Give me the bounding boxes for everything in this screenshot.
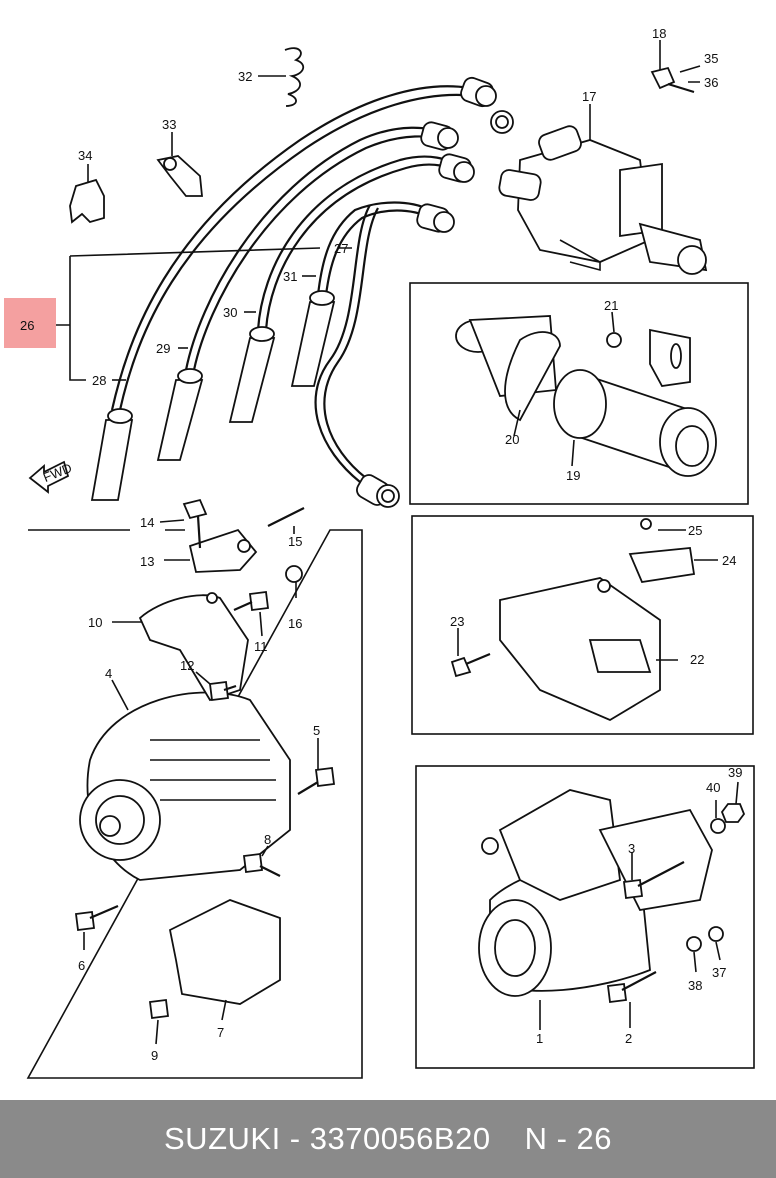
callout-34: 34 bbox=[78, 148, 92, 163]
callout-2: 2 bbox=[625, 1031, 632, 1046]
callout-5: 5 bbox=[313, 723, 320, 738]
callout-11: 11 bbox=[254, 639, 268, 654]
callout-17: 17 bbox=[582, 89, 596, 104]
bracket-13 bbox=[188, 528, 258, 573]
callout-26: 26 bbox=[20, 318, 34, 333]
callout-16: 16 bbox=[288, 616, 302, 631]
wire-clip-33 bbox=[156, 155, 203, 197]
igniter-module bbox=[450, 518, 696, 722]
ignition-coil bbox=[455, 315, 717, 477]
callout-9: 9 bbox=[151, 1048, 158, 1063]
callout-1: 1 bbox=[536, 1031, 543, 1046]
callout-27: 27 bbox=[334, 241, 348, 256]
bracket-7 bbox=[168, 899, 281, 1005]
starter-motor bbox=[478, 789, 746, 1004]
callout-24: 24 bbox=[722, 553, 736, 568]
leader-lines bbox=[56, 40, 739, 1045]
callout-35: 35 bbox=[704, 51, 718, 66]
callout-13: 13 bbox=[140, 554, 154, 569]
callout-37: 37 bbox=[712, 965, 726, 980]
wire-clip-32 bbox=[284, 47, 305, 107]
callout-33: 33 bbox=[162, 117, 176, 132]
callout-25: 25 bbox=[688, 523, 702, 538]
callout-38: 38 bbox=[688, 978, 702, 993]
callout-21: 21 bbox=[604, 298, 618, 313]
part-number-text: SUZUKI - 3370056B20 bbox=[164, 1121, 491, 1156]
distributor bbox=[498, 125, 708, 275]
callout-22: 22 bbox=[690, 652, 704, 667]
box-ignition-coil bbox=[409, 282, 749, 505]
parts-diagram: FWD bbox=[20, 26, 755, 1079]
fwd-arrow-icon: FWD bbox=[28, 460, 74, 494]
callout-23: 23 bbox=[450, 614, 464, 629]
box-igniter-module bbox=[411, 515, 754, 735]
highlight-part-26 bbox=[4, 298, 56, 348]
callout-8: 8 bbox=[264, 832, 271, 847]
callout-31: 31 bbox=[283, 269, 297, 284]
callout-7: 7 bbox=[217, 1025, 224, 1040]
callout-4: 4 bbox=[105, 666, 112, 681]
callout-40: 40 bbox=[706, 780, 720, 795]
callout-10: 10 bbox=[88, 615, 102, 630]
callout-32: 32 bbox=[238, 69, 252, 84]
callout-12: 12 bbox=[180, 658, 194, 673]
callout-18: 18 bbox=[652, 26, 666, 41]
alternator bbox=[79, 691, 291, 881]
wire-clip-34 bbox=[69, 178, 105, 224]
callout-19: 19 bbox=[566, 468, 580, 483]
callout-labels: 1 2 3 4 5 6 7 8 9 10 11 12 13 14 15 16 1… bbox=[20, 26, 742, 1063]
bracket-10 bbox=[138, 592, 249, 702]
callout-28: 28 bbox=[92, 373, 106, 388]
callout-15: 15 bbox=[288, 534, 302, 549]
callout-20: 20 bbox=[505, 432, 519, 447]
bolt-18 bbox=[650, 66, 695, 94]
callout-36: 36 bbox=[704, 75, 718, 90]
callout-6: 6 bbox=[78, 958, 85, 973]
small-bolts bbox=[74, 498, 336, 1020]
box-starter-motor bbox=[415, 765, 755, 1069]
callout-39: 39 bbox=[728, 765, 742, 780]
page-ref-text: N - 26 bbox=[524, 1121, 612, 1156]
spark-plug-wire-set bbox=[90, 76, 514, 508]
callout-3: 3 bbox=[628, 841, 635, 856]
footer-bar: SUZUKI - 3370056B20 N - 26 bbox=[0, 1100, 776, 1178]
callout-29: 29 bbox=[156, 341, 170, 356]
callout-14: 14 bbox=[140, 515, 154, 530]
callout-30: 30 bbox=[223, 305, 237, 320]
box-alternator bbox=[26, 529, 363, 1079]
bracket-21 bbox=[606, 328, 691, 387]
